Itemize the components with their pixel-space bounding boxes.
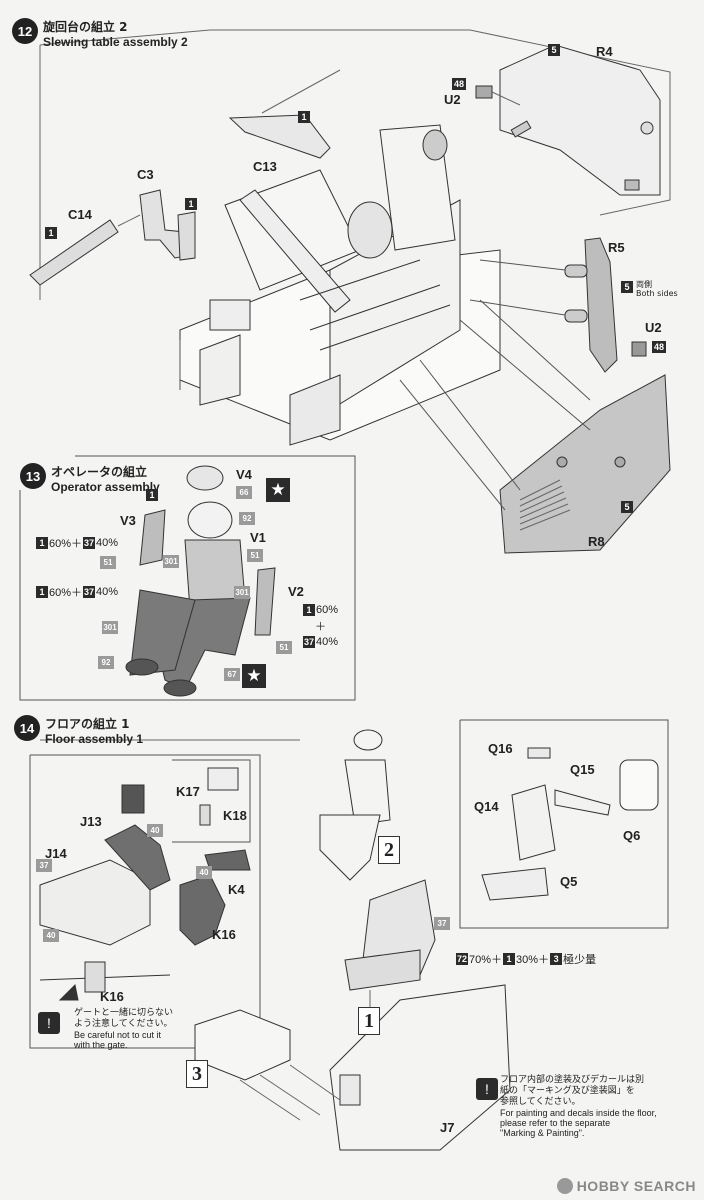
- part-badge: 1: [185, 198, 197, 210]
- step-title-en: Slewing table assembly 2: [43, 35, 188, 49]
- step-title-jp: オペレータの組立: [51, 465, 148, 479]
- watermark: HOBBY SEARCH: [556, 1178, 696, 1194]
- step-title-jp: 旋回台の組立 2: [43, 20, 128, 34]
- paint-badge: 66: [236, 486, 252, 499]
- part-label-v4: V4: [236, 467, 252, 482]
- both-sides-note: 両側 Both sides: [636, 280, 678, 298]
- part-label-c14: C14: [68, 207, 92, 222]
- gate-caution-note: ゲートと一緒に切らない よう注意してください。 Be careful not t…: [74, 1008, 174, 1050]
- part-badge: 5: [548, 44, 560, 56]
- paint-badge: 301: [102, 621, 118, 634]
- star-icon: ★: [266, 478, 290, 502]
- part-label-k17: K17: [176, 784, 200, 799]
- part-label-j13: J13: [80, 814, 102, 829]
- part-label-c3: C3: [137, 167, 154, 182]
- step-title-en: Floor assembly 1: [45, 732, 144, 746]
- part-label-c13: C13: [253, 159, 277, 174]
- part-label-u2: U2: [645, 320, 662, 335]
- step-ref-box: 2: [378, 836, 400, 864]
- step-number: 14: [14, 715, 40, 741]
- part-label-v1: V1: [250, 530, 266, 545]
- part-label-r5: R5: [608, 240, 625, 255]
- part-label-k18: K18: [223, 808, 247, 823]
- part-badge: 48: [452, 78, 467, 90]
- step-title-jp: フロアの組立 1: [45, 717, 130, 731]
- paint-badge: 301: [234, 586, 250, 599]
- part-label-j14: J14: [45, 846, 67, 861]
- paint-badge: 37: [36, 859, 52, 872]
- step-number: 12: [12, 18, 38, 44]
- step-title-en: Operator assembly: [51, 480, 160, 494]
- part-label-q6: Q6: [623, 828, 641, 843]
- part-badge: 1: [146, 489, 158, 501]
- paint-badge: 51: [100, 556, 116, 569]
- part-label-r8: R8: [588, 534, 605, 549]
- paint-badge: 40: [43, 929, 59, 942]
- part-label-q14: Q14: [474, 799, 499, 814]
- part-label-u2: U2: [444, 92, 461, 107]
- part-badge: 5: [621, 281, 633, 293]
- paint-badge: 51: [247, 549, 263, 562]
- part-label-v2: V2: [288, 584, 304, 599]
- part-label-k16: K16: [100, 989, 124, 1004]
- paint-badge: 51: [276, 641, 292, 654]
- caution-icon: !: [476, 1078, 498, 1100]
- step-number: 13: [20, 463, 46, 489]
- star-icon: ★: [242, 664, 266, 688]
- paint-badge: 301: [163, 555, 179, 568]
- part-label-k4: K4: [228, 882, 245, 897]
- step-13-heading: 13 オペレータの組立 Operator assembly: [20, 463, 160, 494]
- paint-badge: 67: [224, 668, 240, 681]
- paint-badge: 92: [239, 512, 255, 525]
- step-12-heading: 12 旋回台の組立 2 Slewing table assembly 2: [12, 18, 188, 49]
- paint-badge: 92: [98, 656, 114, 669]
- part-label-r4: R4: [596, 44, 613, 59]
- paint-badge: 40: [147, 824, 163, 837]
- part-label-q15: Q15: [570, 762, 595, 777]
- caution-icon: !: [38, 1012, 60, 1034]
- part-label-j7: J7: [440, 1120, 455, 1135]
- step-ref-box: 3: [186, 1060, 208, 1088]
- part-label-q5: Q5: [560, 874, 578, 889]
- part-label-v3: V3: [120, 513, 136, 528]
- paint-badge: 37: [434, 917, 450, 930]
- part-label-q16: Q16: [488, 741, 513, 756]
- part-badge: 5: [621, 501, 633, 513]
- part-label-k16: K16: [212, 927, 236, 942]
- step-14-heading: 14 フロアの組立 1 Floor assembly 1: [14, 715, 143, 746]
- paint-badge: 40: [196, 866, 212, 879]
- painting-note: フロア内部の塗装及びデカールは別 紙の「マーキング及び塗装図」を 参照してくださ…: [500, 1075, 657, 1138]
- part-badge: 48: [652, 341, 667, 353]
- part-badge: 1: [298, 111, 310, 123]
- logo-icon: [556, 1178, 573, 1194]
- step-ref-box: 1: [358, 1007, 380, 1035]
- part-badge: 1: [45, 227, 57, 239]
